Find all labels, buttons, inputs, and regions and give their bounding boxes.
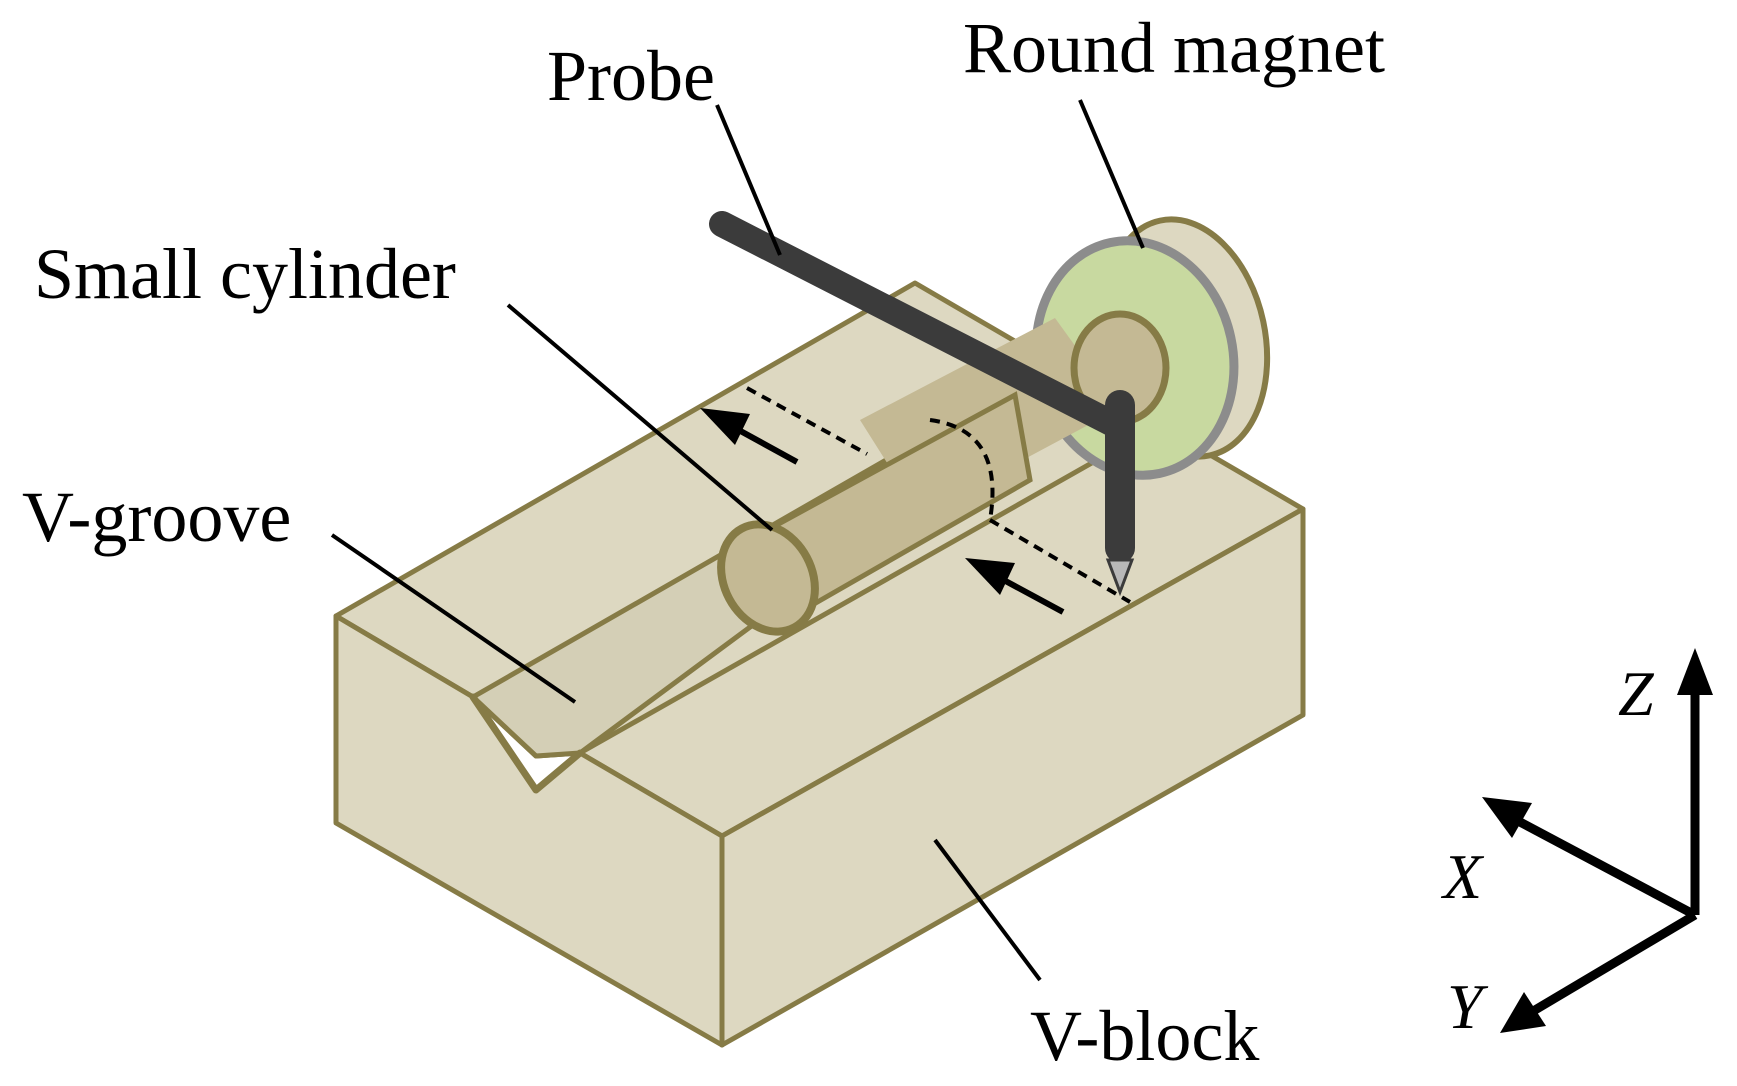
- x-axis-arrowhead: [1482, 797, 1532, 838]
- x-axis-line: [1517, 818, 1698, 919]
- z-axis-label: Z: [1618, 658, 1655, 729]
- probe-tip: [1105, 558, 1135, 597]
- small-cylinder-leader: [506, 303, 774, 532]
- probe-label: Probe: [547, 36, 715, 116]
- round-magnet-label: Round magnet: [963, 8, 1385, 88]
- upper-arrow: [700, 408, 799, 465]
- v-block-label: V-block: [1030, 996, 1259, 1076]
- y-axis-arrowhead: [1500, 992, 1546, 1033]
- small-cylinder: [717, 310, 1170, 636]
- round-magnet-leader: [1078, 99, 1145, 249]
- upper-dashed-line: [746, 386, 868, 456]
- leader-lines: [330, 99, 1145, 982]
- labels: Probe Round magnet Small cylinder V-groo…: [22, 8, 1385, 1076]
- x-axis-label: X: [1440, 841, 1485, 912]
- probe: [709, 211, 1135, 597]
- probe-leader: [715, 104, 782, 256]
- y-axis-label: Y: [1447, 971, 1489, 1042]
- v-groove-label: V-groove: [22, 477, 291, 557]
- y-axis-line: [1532, 911, 1698, 1014]
- v-block-leader: [933, 838, 1042, 982]
- motion-guides: [700, 386, 1132, 615]
- axis-triad: Z X Y: [1440, 648, 1713, 1042]
- small-cylinder-label: Small cylinder: [34, 234, 456, 314]
- small-cylinder-front-face: [717, 520, 819, 636]
- z-axis-arrowhead: [1677, 648, 1713, 695]
- v-groove-bottom-line: [577, 427, 1153, 756]
- v-notch: [469, 693, 584, 794]
- probe-arm: [709, 211, 1128, 438]
- v-groove-leader: [330, 533, 577, 704]
- lower-arrow: [965, 558, 1065, 615]
